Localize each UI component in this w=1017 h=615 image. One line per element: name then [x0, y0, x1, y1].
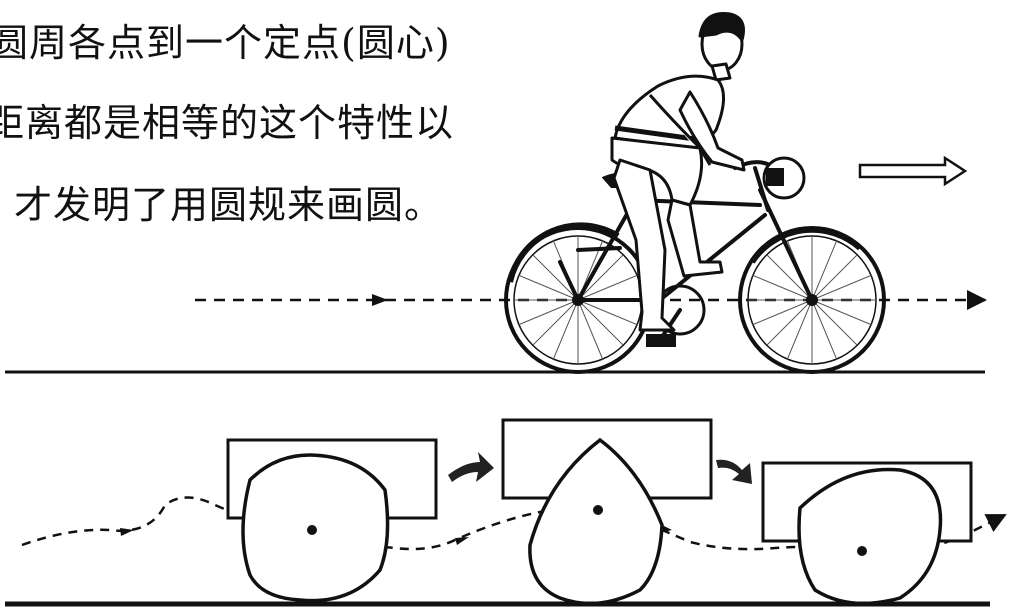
bicycle-scene	[5, 11, 987, 374]
cart-1	[226, 438, 438, 603]
transition-arrow-icon-1	[448, 452, 494, 482]
direction-arrow-icon	[858, 155, 968, 187]
caption-line-2: 距离都是相等的这个特性以	[0, 101, 455, 145]
caption-line-1: 圆周各点到一个定点(圆心)	[0, 21, 451, 65]
caption-line-3: 才发明了用圆规来画圆。	[14, 183, 444, 227]
transition-arrow-icon-2	[716, 459, 752, 484]
wavy-axle-path	[21, 496, 1007, 557]
rear-wheel	[504, 222, 652, 374]
cart-3	[761, 461, 973, 606]
caption-text-block: 圆周各点到一个定点(圆心) 距离都是相等的这个特性以 才发明了用圆规来画圆。	[0, 0, 560, 260]
cart-scene	[5, 418, 1007, 607]
path-arrowhead-mid	[372, 294, 388, 306]
cyclist-figure	[610, 11, 746, 332]
cart-2	[501, 418, 713, 606]
